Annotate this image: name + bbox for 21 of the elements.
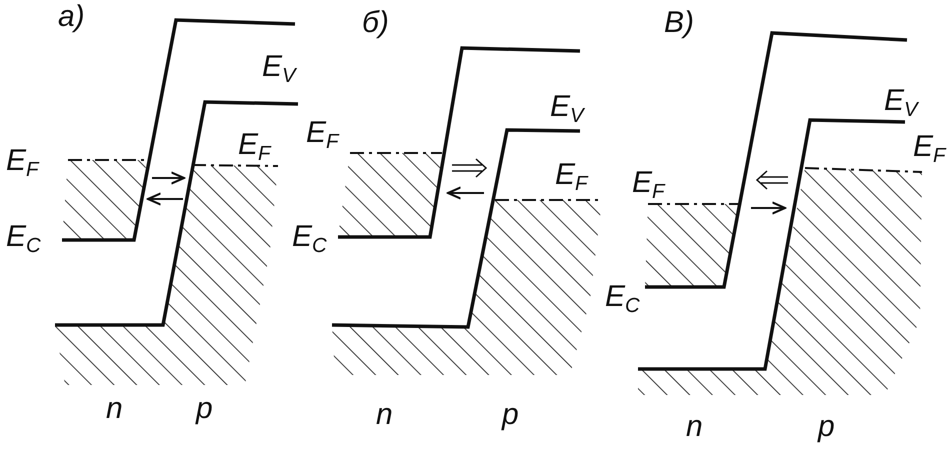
panel-label: В) bbox=[664, 8, 694, 38]
energy-level-label: E$_{V}$ bbox=[262, 52, 296, 87]
region-label: n bbox=[686, 412, 703, 442]
region-label: p bbox=[818, 412, 835, 442]
energy-level-label: E$_{C}$ bbox=[6, 222, 41, 257]
region-label: n bbox=[376, 400, 393, 430]
energy-level-label: E$_{F}$ bbox=[6, 146, 38, 181]
energy-level-label: E$_{F}$ bbox=[913, 132, 946, 167]
energy-level-label: E$_{F}$ bbox=[238, 130, 270, 165]
energy-level-label: E$_{V}$ bbox=[550, 92, 584, 127]
energy-level-label: E$_{C}$ bbox=[292, 222, 327, 257]
panel-label: а) bbox=[58, 2, 85, 32]
region-label: p bbox=[196, 394, 213, 424]
energy-level-label: E$_{F}$ bbox=[306, 118, 338, 153]
energy-level-label: E$_{V}$ bbox=[884, 86, 918, 121]
energy-level-label: E$_{F}$ bbox=[555, 160, 588, 195]
region-label: n bbox=[106, 394, 123, 424]
region-label: p bbox=[502, 400, 519, 430]
energy-level-label: E$_{C}$ bbox=[605, 282, 640, 317]
panel-label: б) bbox=[362, 8, 389, 38]
energy-level-label: E$_{F}$ bbox=[632, 168, 664, 203]
